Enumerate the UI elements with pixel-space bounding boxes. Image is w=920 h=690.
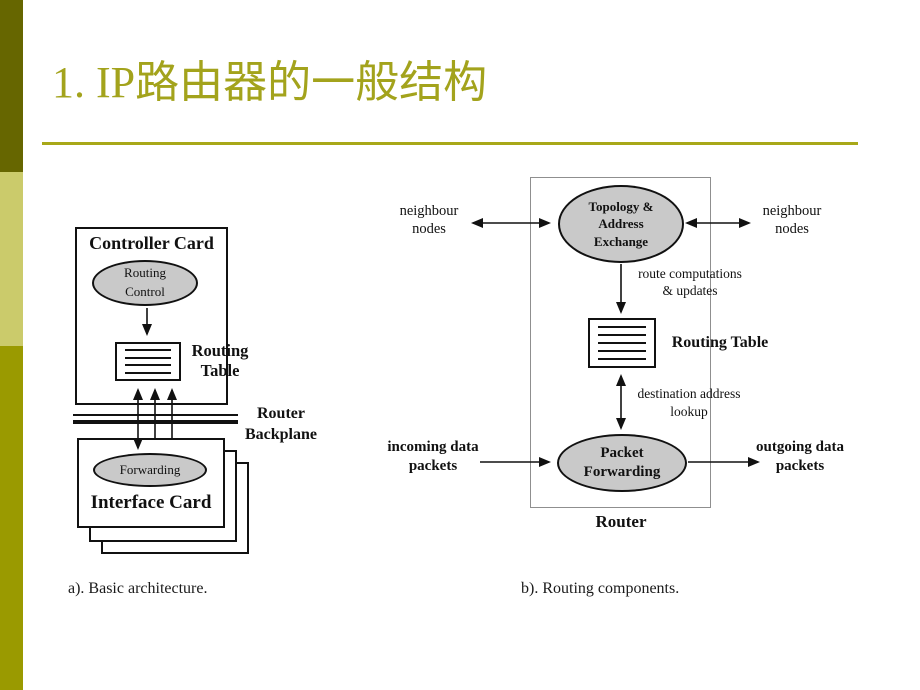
routing-table-label-right: Routing Table xyxy=(671,334,769,351)
neighbour-nodes-left-label: neighbour nodes xyxy=(399,203,459,238)
routing-control-ellipse: Routing Control xyxy=(92,260,198,306)
topology-address-exchange-ellipse: Topology & Address Exchange xyxy=(558,185,684,263)
interface-card-label: Interface Card xyxy=(90,492,212,513)
router-box xyxy=(530,177,711,508)
forwarding-ellipse: Forwarding xyxy=(93,453,207,487)
controller-card-box xyxy=(75,227,228,405)
routing-table-icon-right xyxy=(588,318,656,368)
routing-table-label-left: Routing Table xyxy=(191,341,249,380)
packet-forwarding-ellipse: Packet Forwarding xyxy=(557,434,687,492)
caption-basic-architecture: a). Basic architecture. xyxy=(68,580,208,597)
controller-card-label: Controller Card xyxy=(89,233,214,253)
neighbour-nodes-right-label: neighbour nodes xyxy=(762,203,822,238)
interface-card-box: Forwarding Interface Card xyxy=(77,438,225,528)
sidebar-top-bar xyxy=(0,0,23,172)
router-label: Router xyxy=(595,512,647,531)
sidebar-bottom-bar xyxy=(0,346,23,690)
incoming-data-packets-label: incoming data packets xyxy=(387,439,479,474)
slide-title: 1. IP路由器的一般结构 xyxy=(52,58,488,107)
sidebar-middle-bar xyxy=(0,172,23,346)
routing-table-icon xyxy=(115,342,181,381)
route-computations-label: route computations & updates xyxy=(638,266,742,298)
caption-routing-components: b). Routing components. xyxy=(521,580,680,597)
title-underline xyxy=(42,142,858,145)
outgoing-data-packets-label: outgoing data packets xyxy=(756,439,844,474)
destination-lookup-label: destination address lookup xyxy=(637,386,741,419)
router-backplane-label: Router Backplane xyxy=(244,405,317,443)
